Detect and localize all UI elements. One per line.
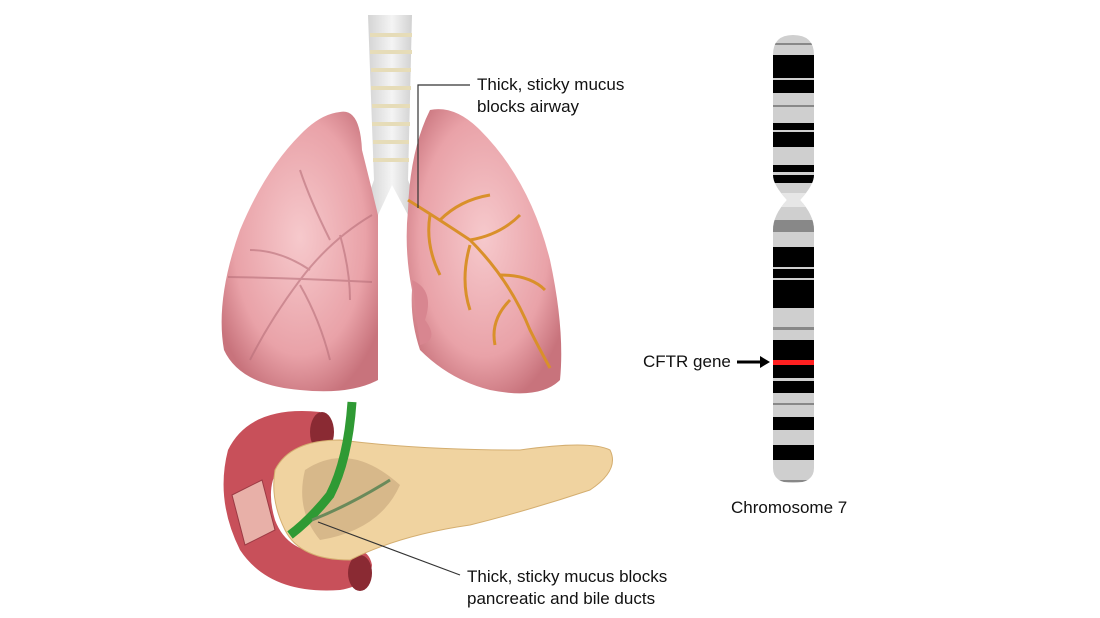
chromosome-7 xyxy=(773,35,814,483)
right-lung xyxy=(406,109,562,394)
pancreas xyxy=(273,439,613,561)
trachea xyxy=(364,15,420,215)
arrow-icon xyxy=(737,356,770,368)
mucus-branches xyxy=(407,193,552,369)
cftr-gene-label: CFTR gene xyxy=(643,352,731,371)
chromosome-label: Chromosome 7 xyxy=(731,498,848,517)
ducts-label: Thick, sticky mucus blocks pancreatic an… xyxy=(467,566,667,610)
airway-label-line-2: blocks airway xyxy=(477,97,580,116)
pancreatic-duct xyxy=(311,478,391,522)
left-lung xyxy=(221,111,378,392)
ducts-label-line-1: Thick, sticky mucus blocks xyxy=(467,567,668,586)
airway-label: Thick, sticky mucus blocks airway xyxy=(477,74,624,118)
cftr-band xyxy=(773,360,814,365)
airway-label-line-1: Thick, sticky mucus xyxy=(477,75,625,94)
bile-duct xyxy=(287,401,357,539)
ducts-label-line-2: pancreatic and bile ducts xyxy=(467,589,656,608)
airway-leader-line xyxy=(417,84,470,208)
ducts-leader-line xyxy=(317,521,461,576)
